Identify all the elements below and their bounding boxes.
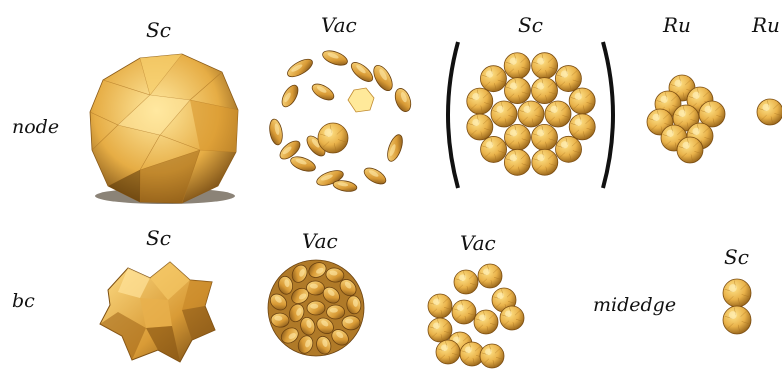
gold-plate (307, 301, 325, 315)
gold-plate (285, 56, 315, 80)
node-ru-single (757, 99, 782, 125)
gold-plate (279, 83, 301, 110)
sc-ball (518, 101, 544, 127)
gold-plate (327, 305, 345, 319)
sc-ball (532, 53, 558, 79)
vac-ball (436, 340, 460, 364)
node-ru-cluster (647, 75, 725, 163)
sc-ball (505, 124, 531, 150)
gold-plate (342, 316, 360, 330)
gold-plate (268, 118, 284, 146)
sc-ball (505, 78, 531, 104)
gold-plate (332, 179, 357, 193)
node-sc-polyhedron (90, 54, 238, 204)
vac-ball (474, 310, 498, 334)
sc-ball (504, 149, 530, 175)
hexagon-face (348, 88, 374, 112)
ru-ball (677, 137, 703, 163)
gold-plate (348, 59, 376, 85)
gold-plate (385, 133, 406, 163)
sc-ball (532, 149, 558, 175)
bc-vac-cluster (428, 264, 524, 368)
gold-plate (362, 165, 389, 187)
gold-plate (289, 154, 318, 174)
right-bracket (603, 42, 613, 188)
sc-ball (545, 101, 571, 127)
gold-plate (310, 81, 337, 103)
midedge-sc-pair (723, 279, 751, 334)
midedge-ball-bottom (723, 306, 751, 334)
vac-ball (500, 306, 524, 330)
center-ball (318, 123, 348, 153)
left-bracket (448, 42, 458, 188)
ru-ball (757, 99, 782, 125)
node-vac-plates (268, 48, 414, 193)
sc-ball (467, 114, 493, 140)
sc-ball (532, 124, 558, 150)
sc-ball (467, 88, 493, 114)
vac-ball (454, 270, 478, 294)
sc-ball (569, 114, 595, 140)
bc-vac-ball (267, 260, 364, 356)
vac-ball (480, 344, 504, 368)
gold-plate (392, 86, 413, 113)
sc-ball (481, 136, 507, 162)
gold-plate (370, 62, 396, 93)
sc-ball (569, 88, 595, 114)
vac-ball (428, 294, 452, 318)
sc-ball (532, 78, 558, 104)
sc-ball (556, 136, 582, 162)
vac-ball (452, 300, 476, 324)
sc-ball (504, 53, 530, 79)
bc-sc-polyhedron (100, 262, 215, 362)
gold-plate (321, 48, 350, 68)
sc-ball (491, 101, 517, 127)
midedge-ball-top (723, 279, 751, 307)
vac-ball (428, 318, 452, 342)
vac-ball (478, 264, 502, 288)
node-sc-cluster (448, 42, 613, 188)
sc-ball (480, 66, 506, 92)
sc-ball (555, 66, 581, 92)
